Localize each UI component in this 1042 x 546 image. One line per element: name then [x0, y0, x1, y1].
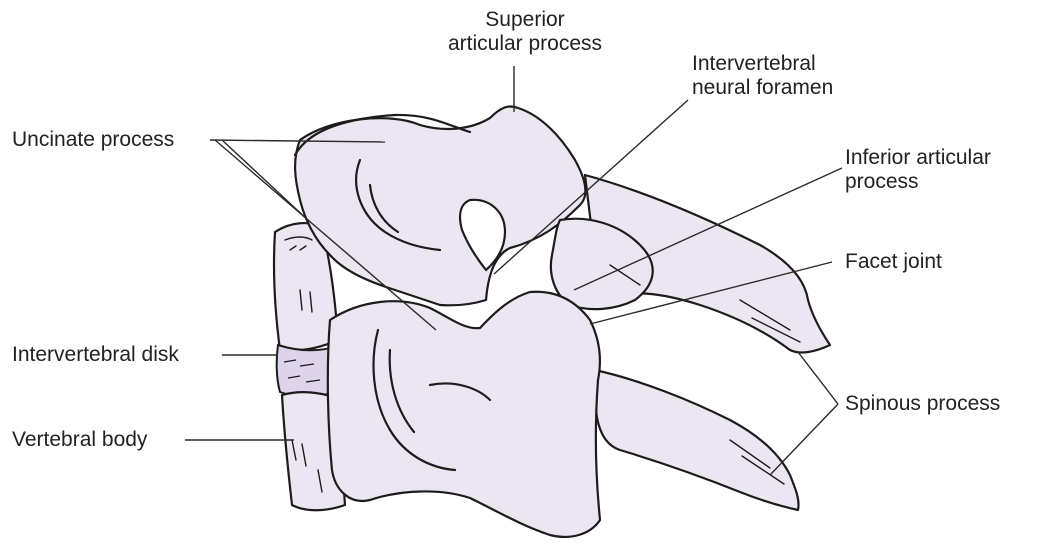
label-uncinate-process: Uncinate process — [12, 128, 174, 152]
label-inferior-articular-process: Inferior articular process — [845, 146, 991, 194]
label-vertebral-body: Vertebral body — [12, 428, 147, 452]
upper-vertebra-mass — [295, 106, 585, 305]
label-inferior-articular-process-line1: Inferior articular — [845, 146, 991, 170]
label-intervertebral-disk: Intervertebral disk — [12, 343, 179, 367]
lower-vertebra — [282, 292, 799, 537]
label-intervertebral-neural-foramen: Intervertebral neural foramen — [692, 52, 833, 100]
label-superior-articular-process: Superior articular process — [400, 8, 650, 56]
lower-spinous-process — [595, 370, 799, 510]
label-intervertebral-neural-foramen-line2: neural foramen — [692, 76, 833, 100]
label-superior-articular-process-line1: Superior — [400, 8, 650, 32]
label-facet-joint: Facet joint — [845, 250, 942, 274]
lower-vertebra-mass — [328, 292, 600, 537]
label-inferior-articular-process-line2: process — [845, 170, 991, 194]
label-superior-articular-process-line2: articular process — [400, 32, 650, 56]
label-intervertebral-neural-foramen-line1: Intervertebral — [692, 52, 833, 76]
label-spinous-process: Spinous process — [845, 392, 1000, 416]
